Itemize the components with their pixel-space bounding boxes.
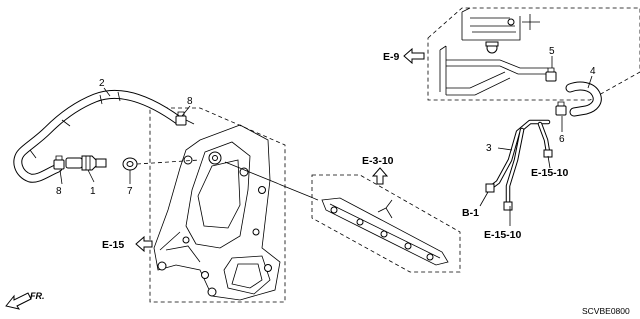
ref-e9[interactable]: E-9 <box>383 47 425 65</box>
callout-6: 6 <box>559 134 565 145</box>
ref-e9-label: E-9 <box>383 51 400 63</box>
callout-5: 5 <box>549 46 555 57</box>
washer-7 <box>122 157 138 171</box>
ref-b1-label: B-1 <box>462 207 479 219</box>
callout-8-lower: 8 <box>56 186 62 197</box>
diagram-code: SCVBE0800 <box>582 306 630 316</box>
breather-pipe-3 <box>485 119 553 211</box>
engine-block-detail <box>427 7 640 101</box>
ref-e3-10[interactable]: E-3-10 <box>362 155 394 185</box>
ref-e15-10-bottom-label: E-15-10 <box>484 229 522 241</box>
fuel-rail-assembly <box>311 174 461 273</box>
ref-e15-10-right: E-15-10 <box>531 167 569 179</box>
callout-2: 2 <box>99 78 105 89</box>
ref-e3-10-label: E-3-10 <box>362 155 394 167</box>
callout-8-upper: 8 <box>187 96 193 107</box>
ref-b1: B-1 <box>462 207 479 219</box>
ref-e15-10-bottom: E-15-10 <box>484 229 522 241</box>
hose-4 <box>565 81 602 117</box>
ref-e15-label: E-15 <box>102 239 124 251</box>
ref-e15-10-right-label: E-15-10 <box>531 167 569 179</box>
intake-manifold <box>149 107 286 303</box>
pcv-valve-1 <box>65 155 107 171</box>
callout-7: 7 <box>127 186 133 197</box>
callout-4: 4 <box>590 66 596 77</box>
pcv-hose-2 <box>13 90 183 183</box>
hose-clamp-5 <box>545 67 557 82</box>
front-direction-label: FR. <box>30 291 45 301</box>
callout-3: 3 <box>486 143 492 154</box>
front-direction-arrow: FR. <box>5 291 45 310</box>
callout-1: 1 <box>90 186 96 197</box>
hose-clamp-6 <box>555 101 567 116</box>
hose-clamp-8-upper <box>175 111 195 126</box>
hose-clamp-8-left <box>53 155 65 170</box>
callout-leaders <box>59 56 593 226</box>
ref-e15[interactable]: E-15 <box>102 235 153 253</box>
